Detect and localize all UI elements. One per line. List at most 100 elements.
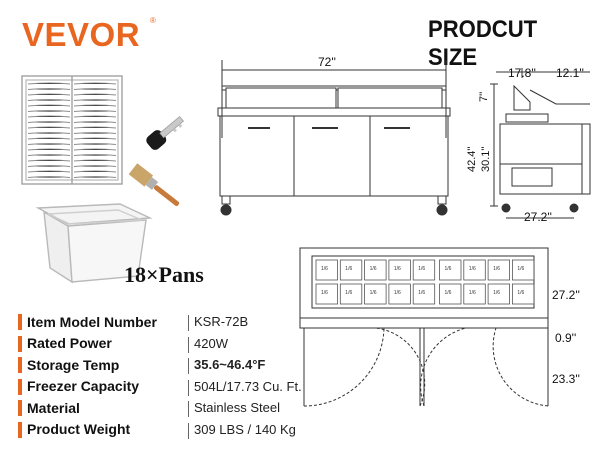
rack-wire	[27, 121, 117, 123]
pan-size-tag: 1/6	[321, 290, 328, 296]
top-depth-dimension: 27.2''	[552, 288, 580, 302]
spec-value: 504L/17.73 Cu. Ft.	[194, 378, 302, 394]
spec-row-material: Material Stainless Steel	[18, 397, 318, 419]
brush-image	[128, 163, 180, 207]
pan-slot	[463, 259, 486, 281]
rack-wire	[27, 104, 117, 107]
top-view-drawing: 1/6 1/6 1/6 1/6 1/6 1/6 1/6 1/6 1/6 1/6 1/6 1/6 1/6 1…	[299, 247, 549, 407]
rack-wire	[27, 170, 117, 173]
side-view-drawing	[490, 68, 591, 219]
rack-wire	[27, 137, 117, 140]
spec-name: Item Model Number	[27, 313, 157, 330]
spec-name: Storage Temp	[27, 356, 120, 373]
pan-slot	[315, 283, 338, 305]
side-depth-dimension: 27.2''	[524, 210, 552, 224]
pan-slot	[364, 283, 387, 305]
page-title: PRODCUT SIZE	[428, 16, 538, 71]
spec-value: KSR-72B	[194, 314, 249, 330]
side-total-height-dimension: 42.4''	[466, 146, 478, 172]
pan-slot	[315, 259, 338, 281]
spec-value: 35.6~46.4°F	[194, 357, 266, 373]
pan-size-tag: 1/6	[321, 266, 328, 272]
rack-wire	[27, 132, 117, 134]
pan-size-tag: 1/6	[469, 266, 476, 272]
rack-wire	[27, 115, 117, 118]
spec-accent-bar	[18, 378, 22, 395]
rack-wire	[27, 82, 117, 85]
brand-logo: VEVOR	[22, 16, 141, 53]
rack-wire	[27, 159, 117, 162]
spec-name: Product Weight	[27, 421, 131, 438]
pan-size-tag: 1/6	[517, 266, 524, 272]
front-width-dimension: 72''	[318, 55, 336, 69]
rack-wire	[27, 99, 117, 101]
spec-divider	[188, 379, 189, 396]
spec-divider	[188, 315, 189, 331]
pan-size-tag: 1/6	[370, 266, 377, 272]
door-swing-dimension: 23.3''	[552, 372, 580, 386]
pan-size-tag: 1/6	[445, 290, 452, 296]
registered-mark: ®	[150, 16, 156, 25]
side-top-left-dimension: 17.8''	[508, 66, 536, 80]
spec-row-temp: Storage Temp 35.6~46.4°F	[18, 354, 318, 376]
spec-divider	[188, 401, 189, 417]
pan-size-tag: 1/6	[493, 290, 500, 296]
front-view-drawing	[217, 60, 451, 216]
spec-row-capacity: Freezer Capacity 504L/17.73 Cu. Ft.	[18, 376, 318, 398]
rack-wire	[27, 93, 117, 96]
spec-name: Rated Power	[27, 335, 112, 352]
rack-wire	[27, 88, 117, 90]
side-small-height-dimension: 7''	[478, 91, 490, 102]
pan-size-tag: 1/6	[517, 290, 524, 296]
rack-wire	[27, 165, 117, 167]
spec-divider	[188, 422, 189, 439]
pan-size-tag: 1/6	[445, 266, 452, 272]
pan-slot	[364, 259, 387, 281]
key-image	[146, 116, 184, 150]
pan-size-tag: 1/6	[493, 266, 500, 272]
spec-row-power: Rated Power 420W	[18, 333, 318, 355]
rack-wire	[27, 148, 117, 151]
pan-slot	[511, 259, 535, 281]
spec-accent-bar	[18, 335, 22, 352]
spec-name: Freezer Capacity	[27, 378, 140, 395]
pan-size-tag: 1/6	[345, 266, 352, 272]
pan-slot	[339, 283, 363, 305]
spec-divider	[188, 358, 189, 374]
spec-row-weight: Product Weight 309 LBS / 140 Kg	[18, 419, 318, 441]
spec-value: 309 LBS / 140 Kg	[194, 421, 296, 437]
pan-size-tag: 1/6	[394, 266, 401, 272]
pan-slot	[439, 259, 462, 281]
pan-slot	[487, 283, 511, 305]
spec-accent-bar	[18, 314, 22, 330]
pan-slot	[487, 259, 511, 281]
spec-name: Material	[27, 399, 80, 416]
spec-accent-bar	[18, 357, 22, 373]
pan-slot	[388, 283, 411, 305]
pan-size-tag: 1/6	[418, 290, 425, 296]
spec-table: Item Model Number KSR-72B Rated Power 42…	[18, 311, 318, 440]
top-rail-dimension: 0.9''	[555, 331, 577, 345]
side-body-height-dimension: 30.1''	[480, 146, 492, 172]
pan-slot	[439, 283, 462, 305]
pan-slot	[388, 259, 411, 281]
rack-wire	[27, 143, 117, 145]
pan-size-tag: 1/6	[394, 290, 401, 296]
pans-count-label: 18×Pans	[124, 262, 204, 287]
pan-size-tag: 1/6	[345, 290, 352, 296]
wire-rack-image	[21, 75, 123, 185]
pan-slot	[339, 259, 363, 281]
side-top-right-dimension: 12.1''	[556, 66, 584, 80]
rack-wire	[27, 126, 117, 129]
pan-slot	[412, 283, 436, 305]
rack-wire	[27, 176, 117, 178]
spec-accent-bar	[18, 421, 22, 438]
rack-wire	[27, 110, 117, 112]
pan-slot	[463, 283, 486, 305]
spec-value: 420W	[194, 335, 228, 351]
pan-slot	[511, 283, 535, 305]
pan-size-tag: 1/6	[370, 290, 377, 296]
pan-size-tag: 1/6	[418, 266, 425, 272]
rack-wire	[27, 154, 117, 156]
pan-size-tag: 1/6	[469, 290, 476, 296]
